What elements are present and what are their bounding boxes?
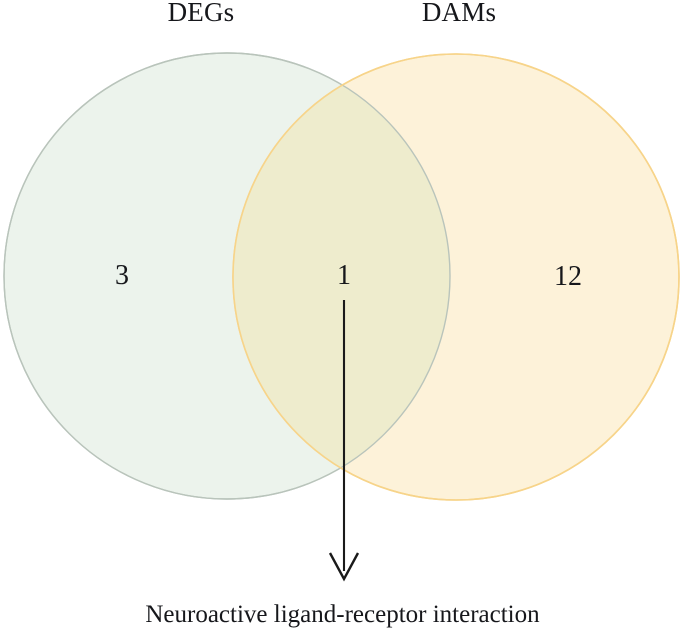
annotation-caption: Neuroactive ligand-receptor interaction — [145, 601, 540, 628]
venn-count-degs-only: 3 — [115, 260, 129, 291]
set-label-degs: DEGs — [167, 0, 235, 27]
arrow-head-icon — [328, 552, 360, 582]
annotation-arrow — [328, 300, 360, 582]
venn-outline-degs — [3, 52, 451, 500]
venn-outline-dams — [232, 53, 680, 501]
venn-count-dams-only: 12 — [554, 261, 582, 292]
venn-count-intersection: 1 — [337, 260, 351, 291]
set-label-dams: DAMs — [421, 0, 497, 27]
